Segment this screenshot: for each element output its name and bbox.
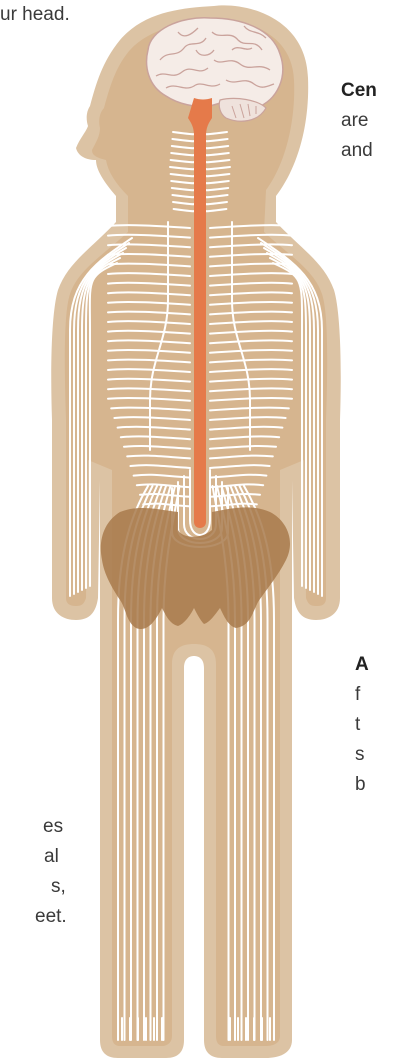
nervous-system-figure [0, 0, 393, 1059]
